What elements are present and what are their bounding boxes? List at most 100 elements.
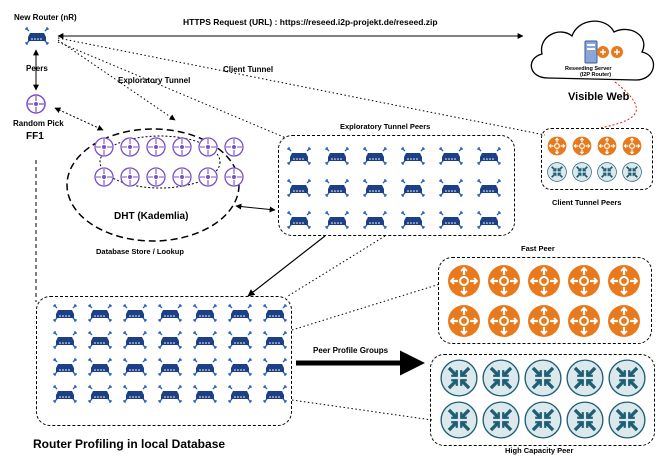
peer-item: [438, 209, 476, 231]
router-icon: [363, 211, 387, 229]
peer-item: [324, 177, 362, 199]
peers-label: Peers: [26, 64, 48, 73]
peer-item: [172, 137, 194, 157]
peer-item: [324, 209, 362, 231]
router-icon: [263, 385, 287, 403]
peer-item: [262, 329, 297, 351]
peer-item: [192, 356, 227, 378]
router-icon: [363, 147, 387, 165]
dht-node-icon: [120, 137, 140, 157]
client-tunnel-label: Client Tunnel: [223, 65, 274, 74]
peer-item: [362, 209, 400, 231]
client-tunnel-peers-box: [541, 128, 653, 190]
dht-nodes: [94, 137, 246, 187]
https-request-label: HTTPS Request (URL) : https://reseed.i2p…: [183, 17, 438, 27]
router-icon: [263, 304, 287, 322]
fast-peers-grid: [447, 264, 647, 338]
router-icon: [193, 358, 217, 376]
peer-profile-groups-label: Peer Profile Groups: [313, 346, 389, 355]
peer-item: [157, 356, 192, 378]
router-icon: [53, 331, 77, 349]
client-peers-grid: [547, 136, 647, 182]
peers-to-profiling-arrow: [247, 235, 326, 297]
peer-item: [122, 383, 157, 405]
peer-item: [607, 304, 647, 338]
router-icon: [88, 385, 112, 403]
orange-peer-icon: [568, 265, 600, 297]
router-icon: [477, 211, 501, 229]
dht-node-icon: [94, 167, 114, 187]
orange-peer-icon: [608, 265, 640, 297]
peer-item: [262, 383, 297, 405]
teal-peer-icon: [482, 401, 520, 439]
peer-item: [622, 136, 647, 156]
peer-item: [227, 356, 262, 378]
peer-item: [400, 177, 438, 199]
router-icon: [88, 358, 112, 376]
peer-item: [52, 329, 87, 351]
teal-peer-icon: [608, 359, 646, 397]
router-icon: [401, 211, 425, 229]
router-icon: [123, 358, 147, 376]
peer-item: [94, 137, 116, 157]
peer-item: [482, 401, 524, 439]
teal-peer-icon: [524, 401, 562, 439]
peer-item: [527, 304, 567, 338]
router-icon: [287, 211, 311, 229]
teal-peer-icon: [566, 359, 604, 397]
peer-item: [286, 177, 324, 199]
orange-peer-icon: [488, 265, 520, 297]
router-icon: [158, 331, 182, 349]
peer-item: [87, 383, 122, 405]
peer-item: [567, 264, 607, 298]
peer-item: [87, 302, 122, 324]
peer-item: [362, 145, 400, 167]
peer-item: [438, 145, 476, 167]
router-icon: [228, 331, 252, 349]
peer-item: [476, 145, 514, 167]
router-icon: [325, 147, 349, 165]
server-icon: [584, 40, 623, 64]
profiling-to-highcap-dotted: [291, 399, 433, 421]
router-icon: [53, 304, 77, 322]
high-capacity-peer-label: High Capacity Peer: [505, 446, 574, 455]
peer-item: [524, 401, 566, 439]
router-icon: [401, 147, 425, 165]
peer-item: [87, 329, 122, 351]
exploratory-tunnel-peers-box: [278, 135, 515, 236]
teal-peer-icon: [524, 359, 562, 397]
peer-item: [52, 302, 87, 324]
peer-item: [324, 145, 362, 167]
dht-node-icon: [146, 167, 166, 187]
peer-item: [87, 356, 122, 378]
dht-node-icon: [198, 167, 218, 187]
new-router: [24, 25, 50, 47]
router-icon: [477, 147, 501, 165]
peer-item: [262, 356, 297, 378]
router-icon: [263, 358, 287, 376]
teal-peer-icon: [608, 401, 646, 439]
orange-peer-icon: [597, 136, 617, 156]
orange-peer-icon: [528, 305, 560, 337]
peer-item: [597, 136, 622, 156]
orange-peer-icon: [568, 305, 600, 337]
dht-node-icon: [172, 167, 192, 187]
dht-to-peers-arrow: [235, 203, 276, 213]
visible-web-label: Visible Web: [568, 91, 630, 103]
peer-item: [597, 162, 622, 182]
peer-item: [487, 304, 527, 338]
random-pick-label: Random Pick: [13, 119, 64, 128]
router-icon: [158, 358, 182, 376]
exploratory-peers-grid: [286, 145, 514, 231]
ff1-node: [26, 94, 46, 119]
teal-peer-icon: [440, 401, 478, 439]
teal-peer-icon: [482, 359, 520, 397]
dht-label: DHT (Kademlia): [114, 211, 189, 222]
peer-item: [122, 302, 157, 324]
peers-to-profiling-dotted: [287, 235, 386, 297]
dht-inner-ellipse: [99, 135, 221, 189]
peer-item: [524, 359, 566, 397]
router-icon: [25, 27, 49, 45]
exploratory-tunnel-label: Exploratory Tunnel: [118, 76, 191, 85]
peer-item: [224, 167, 246, 187]
